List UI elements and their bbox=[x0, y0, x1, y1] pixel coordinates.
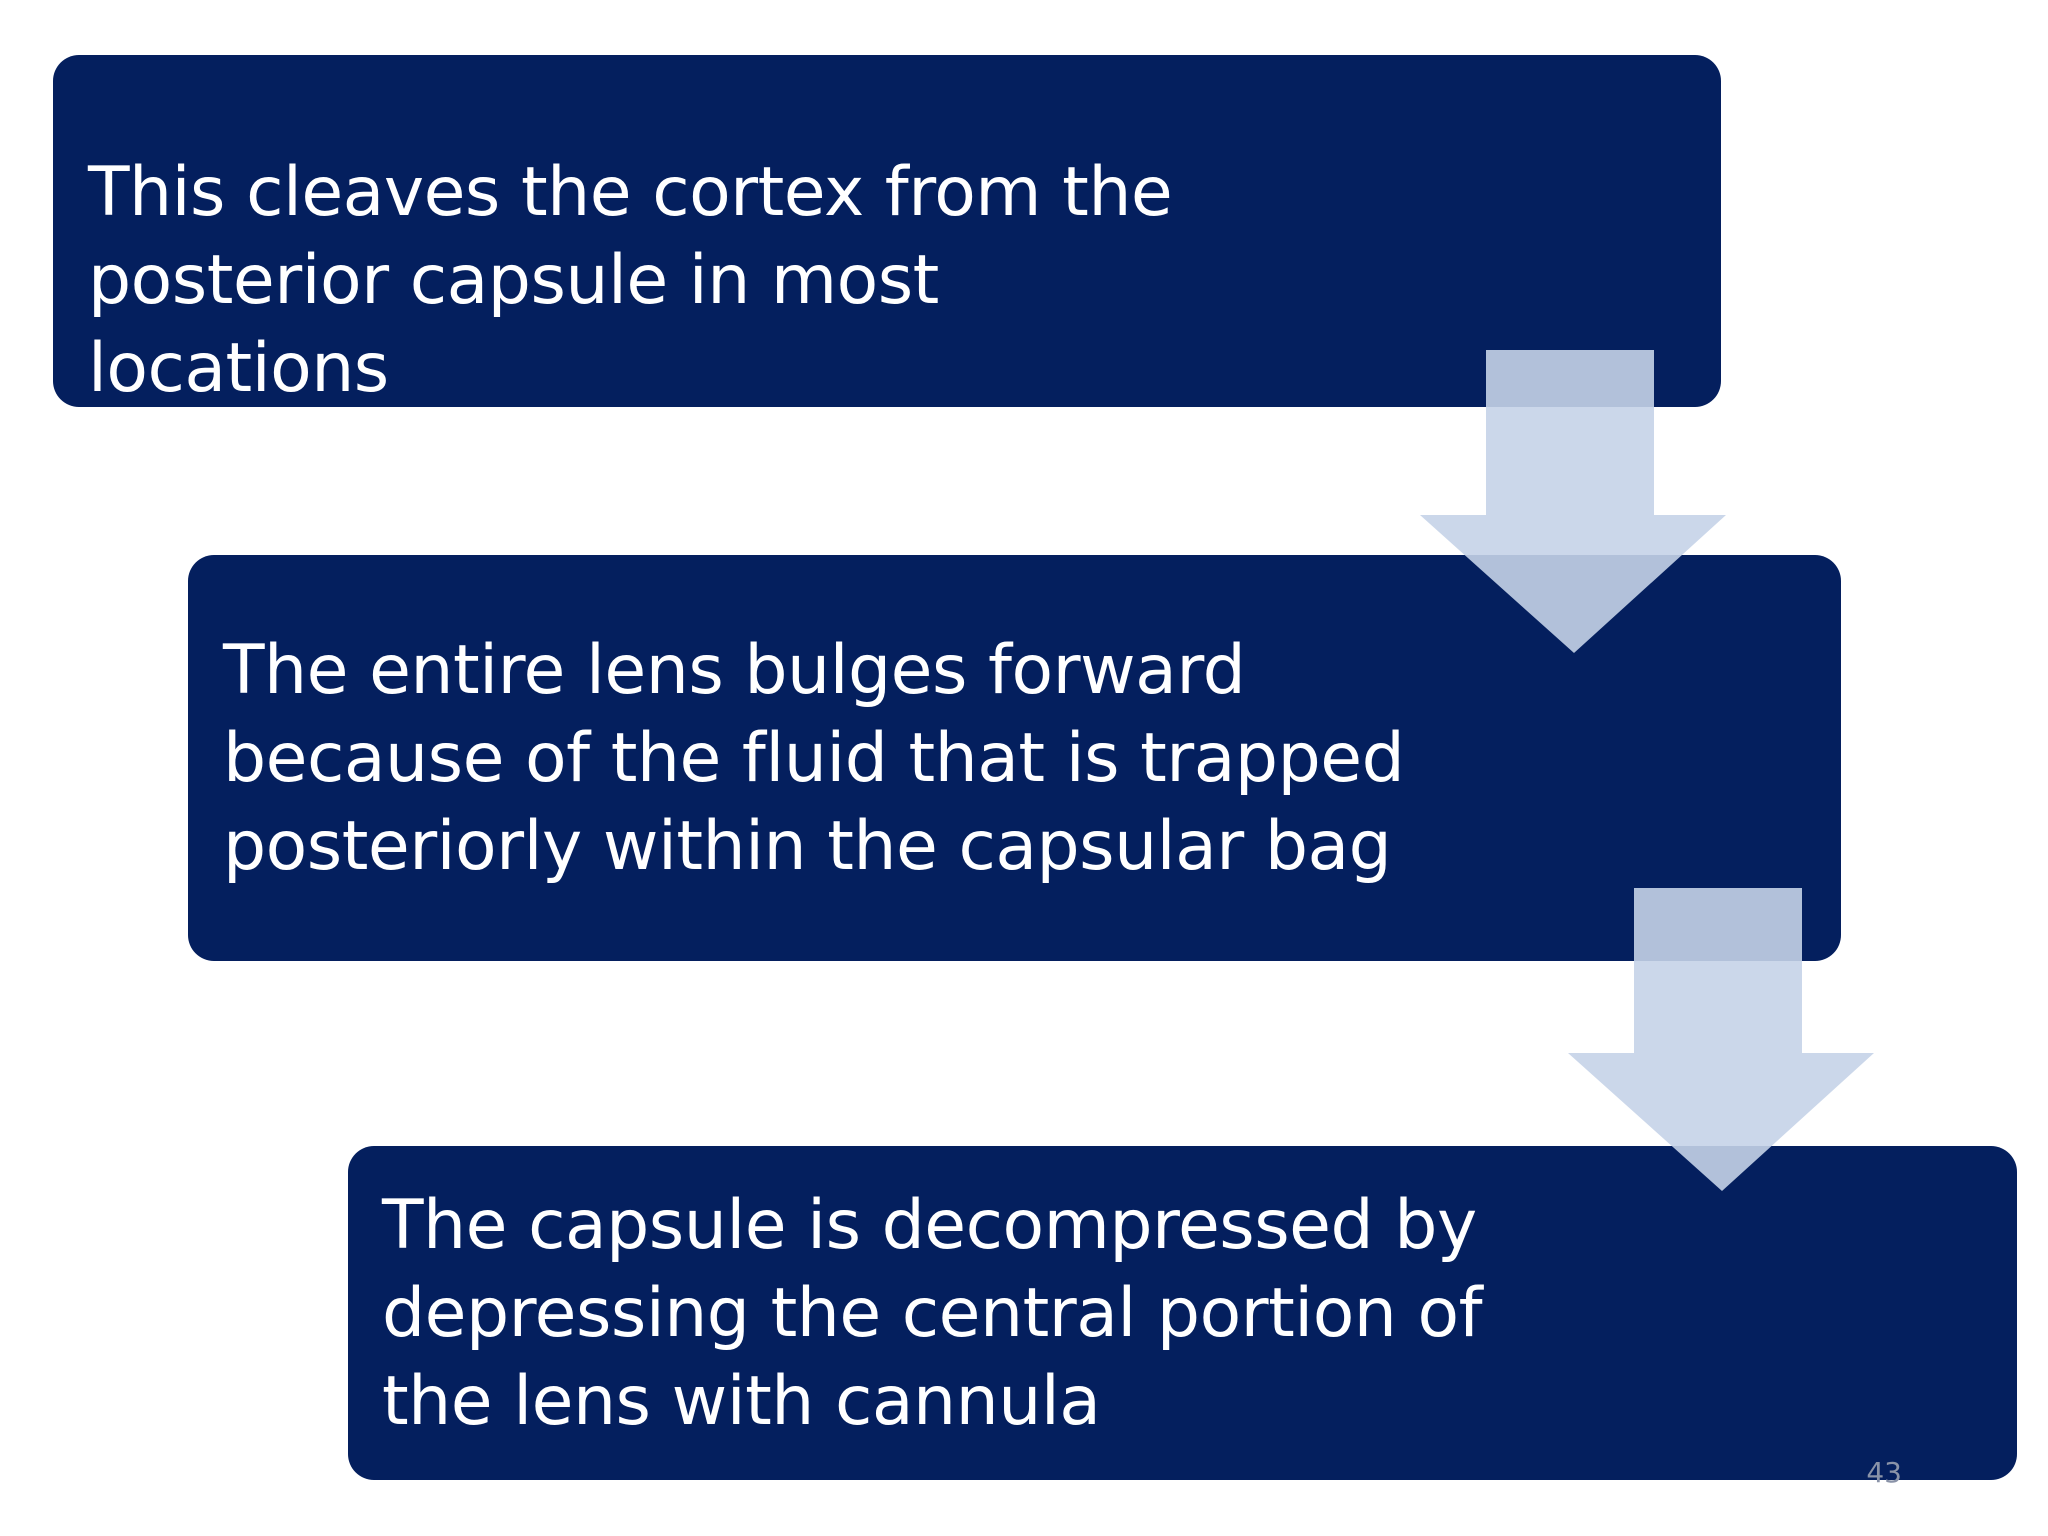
slide-number: 43 bbox=[1866, 1456, 1902, 1489]
process-step-2-text: The entire lens bulges forward because o… bbox=[223, 631, 1405, 886]
down-arrow-icon bbox=[1568, 888, 1874, 1191]
process-step-1-text: This cleaves the cortex from the posteri… bbox=[88, 153, 1173, 408]
process-step-1: This cleaves the cortex from the posteri… bbox=[53, 55, 1721, 408]
process-step-3: The capsule is decompressed by depressin… bbox=[348, 1146, 2017, 1480]
down-arrow-icon bbox=[1420, 350, 1726, 653]
process-step-3-text: The capsule is decompressed by depressin… bbox=[382, 1186, 1483, 1441]
